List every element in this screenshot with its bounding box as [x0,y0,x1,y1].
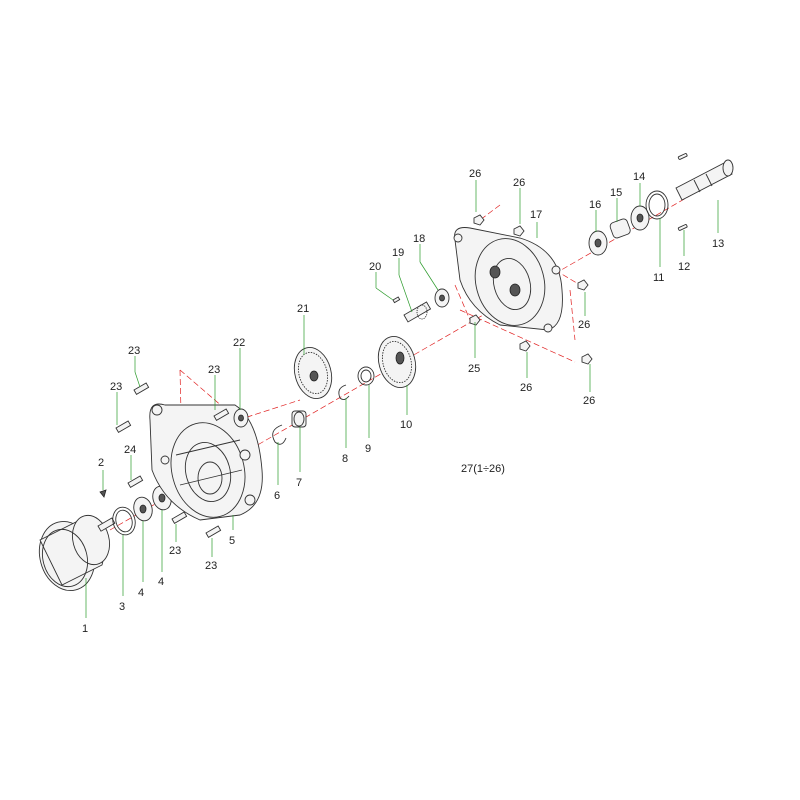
part-circlip-3 [112,506,136,536]
callout-15: 15 [610,187,622,199]
part-key-20 [392,296,401,304]
callout-22: 22 [233,337,245,349]
callout-6: 6 [274,490,280,502]
callout-7: 7 [296,477,302,489]
screw-23-a [133,382,150,395]
part-bearing-16 [588,230,608,256]
part-needle-bearing-7 [291,410,307,428]
callout-19: 19 [392,247,404,259]
screw-23-d [171,511,188,524]
leader-lines [85,180,719,618]
callout-2: 2 [98,457,104,469]
callout-21: 21 [297,303,309,315]
screw-23-e [205,525,222,538]
part-pin [99,489,107,498]
part-bearing-4a [133,496,153,522]
nut-26-b [513,225,525,237]
nuts-group [469,214,593,365]
part-rear-housing [453,227,563,333]
callout-26: 26 [520,382,532,394]
callout-11: 11 [653,272,664,284]
callout-12: 12 [678,261,690,273]
screw-23-c [213,408,230,421]
callout-labels: 1 2 3 4 4 5 6 7 8 9 10 11 12 13 14 15 16… [82,168,724,635]
callout-23: 23 [128,345,140,357]
nut-26-c [577,279,589,291]
callout-17: 17 [530,209,542,221]
callout-25: 25 [468,363,480,375]
part-drum-cup [38,514,116,591]
callout-3: 3 [119,601,125,613]
part-bearing-18 [434,288,450,308]
callout-8: 8 [342,453,348,465]
callout-5: 5 [229,535,235,547]
callout-18: 18 [413,233,425,245]
callout-23: 23 [208,364,220,376]
part-spacer-15 [609,218,631,239]
callout-4: 4 [138,587,144,599]
callout-23: 23 [169,545,181,557]
callout-9: 9 [365,443,371,455]
callout-4: 4 [158,576,164,588]
part-key-12 [677,153,688,231]
part-circlip-11 [645,190,669,220]
part-front-housing [149,403,263,521]
callout-26: 26 [583,395,595,407]
callout-26: 26 [513,177,525,189]
screw-23-b [115,420,132,433]
part-pinion-shaft-19 [403,301,432,323]
callout-26: 26 [578,319,590,331]
part-output-shaft-13 [675,159,734,201]
screw-24 [127,475,144,488]
nut-26-e [581,353,593,365]
callout-1: 1 [82,623,88,635]
nut-26-d [519,340,531,352]
callout-26: 26 [469,168,481,180]
callout-23: 23 [205,560,217,572]
callout-16: 16 [589,199,601,211]
screws-group [115,382,230,538]
part-gear-21 [293,347,333,399]
callout-13: 13 [712,238,724,250]
callout-24: 24 [124,444,136,456]
part-bearing-22 [233,408,249,428]
part-gear-10 [377,336,417,388]
callout-23: 23 [110,381,122,393]
assembly-label: 27(1÷26) [461,463,505,475]
callout-20: 20 [369,261,381,273]
part-circlip-6 [272,424,287,445]
nut-26-a [473,214,485,226]
callout-10: 10 [400,419,412,431]
nut-25 [469,314,481,326]
callout-14: 14 [633,171,645,183]
part-snap-ring-9 [357,366,375,386]
